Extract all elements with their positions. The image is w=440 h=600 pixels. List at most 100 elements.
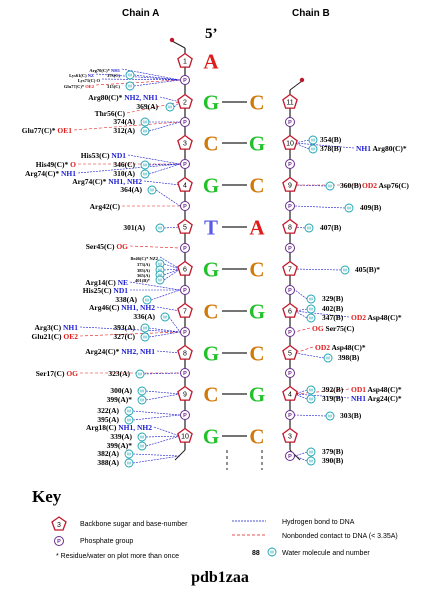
left-water-26-letter: W <box>158 273 163 278</box>
left-water-15-letter: W <box>143 163 148 168</box>
base-a9: C <box>203 383 218 407</box>
chain-a-phosphate-4-letter: P <box>183 204 187 210</box>
base-a5: T <box>204 216 218 240</box>
right-contact-line-17 <box>294 388 350 395</box>
left-water-line-45 <box>145 435 181 438</box>
chain-b-phosphate-5 <box>285 285 295 295</box>
nucleotide-b4-sugar <box>282 385 298 401</box>
left-water-25-letter: W <box>158 268 163 273</box>
nucleotide-b8-number: 8 <box>288 225 292 232</box>
right-contact-label-6: 409(B) <box>360 203 382 212</box>
right-water-line-11 <box>294 310 308 319</box>
left-water-45-letter: W <box>140 435 145 440</box>
chain-b-phosphate-1 <box>285 117 295 127</box>
chain-b-phosphate-4 <box>285 243 295 253</box>
left-contact-label-8: 369(A) <box>136 102 158 111</box>
left-contact-label-26: 365(A) <box>137 273 150 278</box>
base-a8: G <box>203 342 219 366</box>
right-water-line-9 <box>294 289 308 300</box>
left-contact-label-47: 382(A) <box>97 449 119 458</box>
left-water-line-19 <box>155 189 181 207</box>
right-water-line-6 <box>294 205 346 209</box>
base-b6: G <box>249 300 265 324</box>
nucleotide-a1-sugar <box>177 52 193 68</box>
nucleotide-b11-number: 11 <box>286 100 293 107</box>
left-contact-label-7: Arg80(C)* NH2, NH1 <box>88 93 158 102</box>
left-water-line-34 <box>148 327 181 333</box>
left-contact-label-5: Glu77(C)* OE2 <box>64 84 95 89</box>
nucleotide-a3-number: 3 <box>183 141 187 148</box>
right-contact-label-15: 398(B) <box>338 353 360 362</box>
right-contact-label-5: OD2 Asp76(C) <box>362 181 409 190</box>
pdb-id-title: pdb1zaa <box>191 569 249 586</box>
right-water-11-letter: W <box>309 316 314 321</box>
right-contact-label-14: OD2 Asp48(C)* <box>315 343 366 352</box>
chain-a-phosphate-4 <box>180 201 190 211</box>
base-b5: C <box>249 342 264 366</box>
left-contact-line-28 <box>129 281 181 291</box>
left-water-24-letter: W <box>158 262 163 267</box>
left-water-line-39 <box>143 372 181 375</box>
left-water-42-letter: W <box>127 409 132 414</box>
chain-a-phosphate-6-letter: P <box>183 288 187 294</box>
left-water-46 <box>137 441 147 451</box>
base-b11: C <box>249 91 264 115</box>
right-water-16 <box>306 385 316 395</box>
left-water-17-letter: W <box>143 172 148 177</box>
left-water-line-41 <box>145 393 181 401</box>
left-contact-label-30: 338(A) <box>115 295 137 304</box>
chain-b-phosphate-7 <box>285 368 295 378</box>
key-phosphate-circle <box>54 536 64 546</box>
right-water-18-letter: W <box>309 397 314 402</box>
left-contact-line-44 <box>153 426 181 437</box>
right-contact-line-13 <box>294 327 311 333</box>
nucleotide-a6-number: 6 <box>183 267 187 274</box>
left-water-line-47 <box>132 453 181 457</box>
nucleotide-a5-sugar <box>177 218 193 234</box>
chain-b-phosphate-9-letter: P <box>288 454 292 460</box>
right-contact-label-22: 390(B) <box>322 456 344 465</box>
left-contact-line-7 <box>159 96 181 103</box>
chain-b-phosphate-3 <box>285 201 295 211</box>
left-contact-line-5 <box>95 79 181 86</box>
left-water-line-32 <box>168 316 181 333</box>
chain-b-start-atom <box>299 77 305 83</box>
right-contact-label-18: 319(B) <box>322 394 344 403</box>
chain-b-phosphate-4-letter: P <box>288 246 292 252</box>
right-contact-label-4: 360(B) <box>340 181 362 190</box>
nucleotide-b7-sugar <box>282 260 298 276</box>
nucleotide-a6-sugar <box>177 260 193 276</box>
left-contact-label-1: Arg70(C)* NH1 <box>89 68 120 73</box>
chain-b-heading: Chain B <box>292 8 330 19</box>
left-water-43-letter: W <box>127 418 132 423</box>
base-b7: C <box>249 258 264 282</box>
nucleotide-a4-number: 4 <box>183 183 187 190</box>
left-water-27 <box>155 275 165 285</box>
right-water-line-18 <box>294 393 308 400</box>
left-contact-line-33 <box>79 326 181 333</box>
right-contact-line-12 <box>294 310 350 318</box>
left-contact-label-3: 373(C) <box>107 73 120 78</box>
left-water-40-letter: W <box>140 389 145 394</box>
left-water-line-25 <box>163 268 181 271</box>
left-water-46-letter: W <box>140 444 145 449</box>
chain-b-phosphate-8-letter: P <box>288 413 292 419</box>
left-contact-label-42: 322(A) <box>97 406 119 415</box>
right-contact-label-11: 347(B) <box>322 313 344 322</box>
key-phosphate-text: Phosphate group <box>80 538 133 545</box>
base-b4: G <box>249 383 265 407</box>
left-contact-label-32: 336(A) <box>133 312 155 321</box>
chain-a-phosphate-9 <box>180 410 190 420</box>
nucleotide-a2-sugar <box>177 93 193 109</box>
chain-a-phosphate-5 <box>180 243 190 253</box>
chain-b-phosphate-2 <box>285 159 295 169</box>
left-contact-label-21: 301(A) <box>123 223 145 232</box>
left-water-40 <box>137 386 147 396</box>
left-water-line-6 <box>133 79 181 87</box>
left-contact-label-24: 373(A) <box>137 262 150 267</box>
key-nonbonded-item: Nonbonded contact to DNA (< 3.35A) <box>232 533 398 540</box>
left-contact-line-4 <box>101 78 181 81</box>
left-contact-label-39: 323(A) <box>108 369 130 378</box>
nucleotide-b4-number: 4 <box>288 392 292 399</box>
